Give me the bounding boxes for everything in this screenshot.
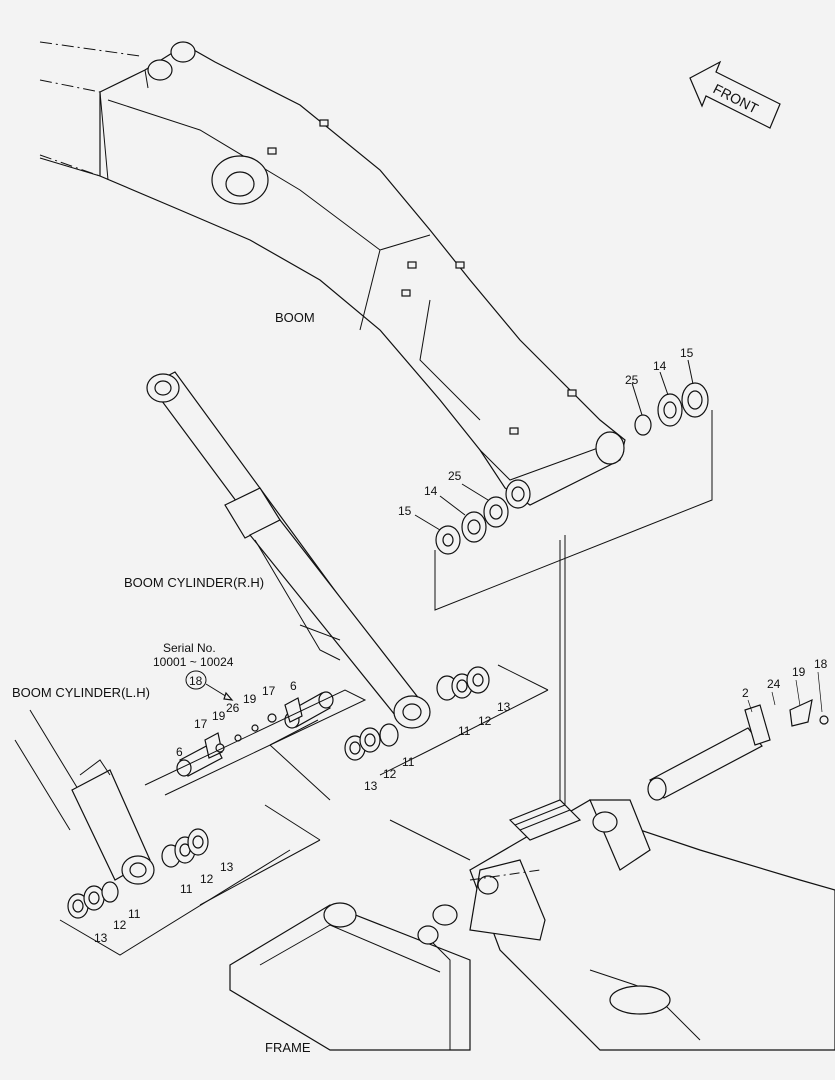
callout-12: 12: [478, 714, 492, 728]
callout-17b: 17: [194, 717, 208, 731]
boom-label: BOOM: [275, 310, 315, 325]
serial-title: Serial No.: [163, 641, 216, 655]
lh-head-washers: 13 12 11: [59, 849, 291, 956]
callout-26: 26: [226, 701, 240, 715]
callout-12c: 12: [200, 872, 214, 886]
callout-13c: 13: [220, 860, 234, 874]
callout-15b: 15: [398, 504, 412, 518]
callout-17: 17: [262, 684, 276, 698]
callout-24: 24: [767, 677, 781, 691]
callout-19b: 19: [212, 709, 226, 723]
foot-pin-group: 2 24 19 18: [647, 657, 829, 801]
callout-11d: 11: [128, 907, 141, 921]
boom-upper-washers: 25 14 15: [434, 346, 713, 611]
callout-12b: 12: [383, 767, 397, 781]
callout-19c: 19: [792, 665, 806, 679]
callout-18b: 18: [814, 657, 828, 671]
callout-18: 18: [189, 674, 203, 688]
callout-11c: 11: [180, 882, 193, 896]
rh-head-washers: 13 12 11: [269, 719, 415, 801]
frame-assembly: FRAME: [229, 799, 835, 1055]
callout-25b: 25: [448, 469, 462, 483]
serial-range: 10001 ~ 10024: [153, 655, 234, 669]
lh-pin-group: 6 17 19: [144, 689, 367, 796]
boom-cylinder-lh-label: BOOM CYLINDER(L.H): [12, 685, 150, 700]
callout-15: 15: [680, 346, 694, 360]
callout-25: 25: [625, 373, 639, 387]
callout-13d: 13: [94, 931, 108, 945]
callout-2: 2: [742, 686, 749, 700]
callout-6: 6: [290, 679, 297, 693]
callout-6b: 6: [176, 745, 183, 759]
frame-label: FRAME: [265, 1040, 311, 1055]
rh-pin-group: 6 17 19 26: [226, 679, 334, 742]
boom-lower-washers: 15 14 25: [398, 469, 566, 830]
callout-11: 11: [458, 724, 471, 738]
front-arrow-icon: FRONT: [689, 60, 781, 129]
callout-13b: 13: [364, 779, 378, 793]
boom-cylinder-lh: BOOM CYLINDER(L.H): [12, 685, 155, 885]
callout-12d: 12: [113, 918, 127, 932]
callout-14b: 14: [424, 484, 438, 498]
callout-11b: 11: [402, 755, 415, 769]
boom-assembly: BOOM: [39, 41, 626, 509]
boom-cylinder-rh-label: BOOM CYLINDER(R.H): [124, 575, 264, 590]
lh-rod-washers: 11 12 13: [161, 804, 321, 906]
rh-rod-washers: 11 12 13: [379, 664, 549, 776]
boom-cylinder-rh: BOOM CYLINDER(R.H): [124, 371, 431, 729]
callout-19: 19: [243, 692, 257, 706]
serial-note: Serial No. 10001 ~ 10024 18: [153, 641, 234, 701]
callout-14: 14: [653, 359, 667, 373]
